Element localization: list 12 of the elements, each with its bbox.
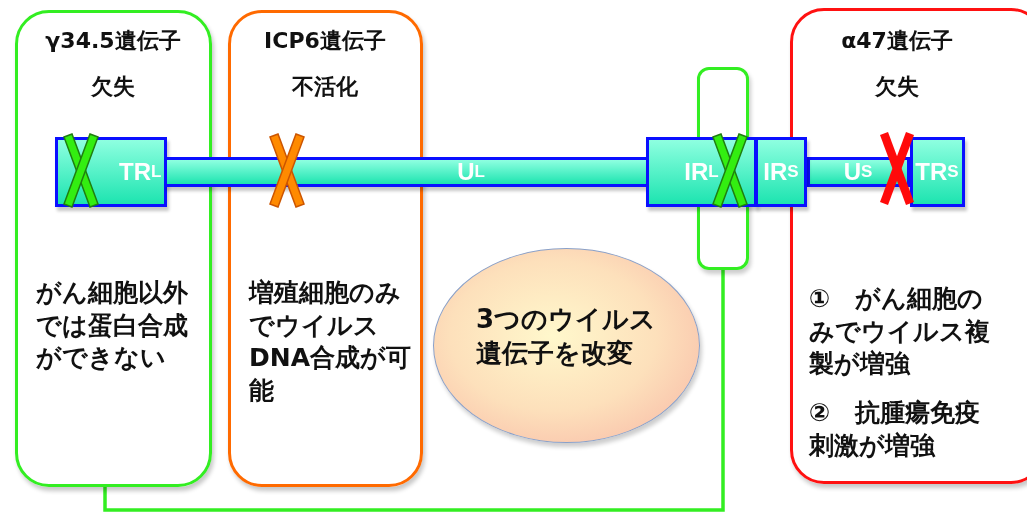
effect-text: がん細胞以外では蛋白合成ができない [36, 277, 189, 374]
gene-name: α47遺伝子 [840, 27, 954, 55]
effect-text: 増殖細胞のみでウイルスDNA合成が可能 [249, 277, 413, 407]
effect-text: ② 抗腫瘍免疫刺激が増強 [809, 397, 982, 462]
connector-line [103, 270, 725, 512]
modification-label: 欠失 [90, 73, 136, 101]
modification-label: 欠失 [874, 73, 920, 101]
modification-label: 不活化 [291, 73, 359, 101]
gene-name: γ34.5遺伝子 [44, 27, 182, 55]
gene-name: ICP6遺伝子 [263, 27, 387, 55]
summary-text: 3つのウイルス遺伝子を改変 [476, 303, 658, 370]
effect-text: ① がん細胞のみでウイルス複製が増強 [809, 283, 991, 380]
